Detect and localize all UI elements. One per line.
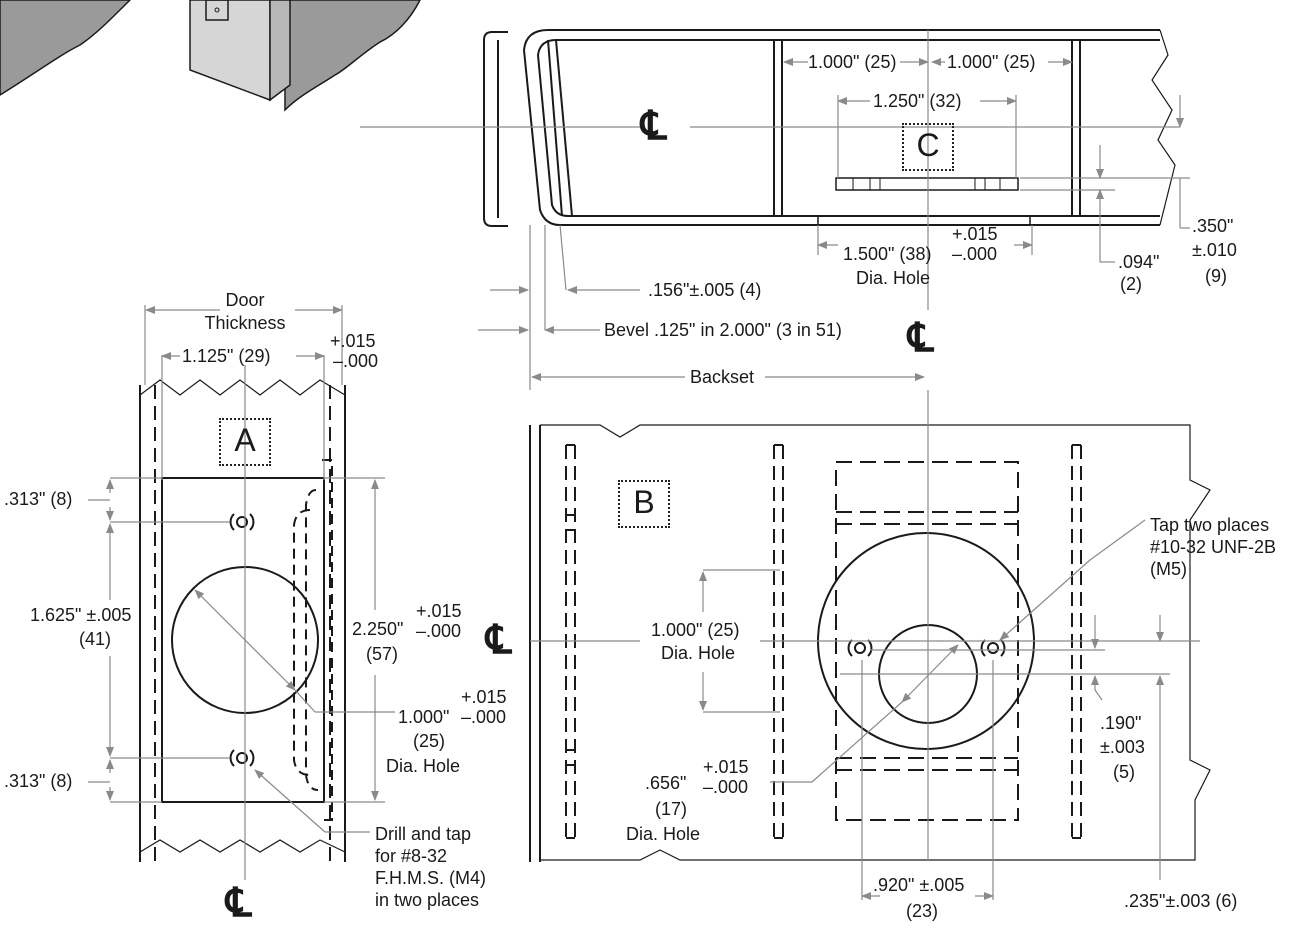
dim-920-mm: (23): [906, 901, 939, 921]
drill-note-2: for #8-32: [375, 846, 448, 866]
bevel-note: Bevel .125" in 2.000" (3 in 51): [604, 320, 842, 340]
centerline-symbol-b: ℄: [486, 618, 512, 662]
dim-2250-tol-minus: –.000: [416, 621, 462, 641]
dim-1000-b: 1.000" (25): [651, 620, 740, 640]
dim-1000-a-mm: (25): [413, 731, 446, 751]
dim-1500-tol-minus: –.000: [952, 244, 998, 264]
dim-094-mm: (2): [1120, 274, 1142, 294]
centerline-symbol-a: ℄: [226, 881, 252, 925]
dim-1000-a-tol-minus: –.000: [461, 707, 507, 727]
dim-190-mm: (5): [1113, 762, 1135, 782]
detail-a-edge-view: [139, 379, 346, 862]
dim-190-tol: ±.003: [1100, 737, 1145, 757]
dim-313-top: .313" (8): [4, 489, 73, 509]
dim-350-mm: (9): [1205, 266, 1227, 286]
dim-1625-line2: (41): [78, 629, 111, 649]
dim-1125: 1.125" (29): [182, 346, 271, 366]
dim-190: .190": [1100, 713, 1142, 733]
dim-2250-mm: (57): [366, 644, 399, 664]
dim-235: .235"±.003 (6): [1124, 891, 1238, 911]
dim-656-tol-minus: –.000: [703, 777, 749, 797]
dim-1250: 1.250" (32): [873, 91, 962, 111]
tap-note-3: (M5): [1150, 559, 1187, 579]
dim-313-bottom: .313" (8): [4, 771, 73, 791]
wall-illustration: [0, 0, 421, 112]
detail-c-dimensions: [360, 30, 1190, 390]
tap-note-2: #10-32 UNF-2B: [1150, 537, 1277, 557]
dim-094: .094": [1118, 252, 1160, 272]
dim-1000-25-left: 1.000" (25): [808, 52, 897, 72]
door-thickness-label-2: Thickness: [204, 313, 286, 333]
dim-156: .156"±.005 (4): [648, 280, 762, 300]
dim-350-tol: ±.010: [1192, 240, 1237, 260]
dim-1000-25-right: 1.000" (25): [947, 52, 1036, 72]
dim-1625-line1: 1.625" ±.005: [30, 605, 132, 625]
dim-1125-tol-plus: +.015: [330, 331, 376, 351]
dim-656: .656": [645, 773, 687, 793]
dim-2250-tol-plus: +.015: [416, 601, 462, 621]
dia-hole-b: Dia. Hole: [661, 643, 736, 663]
dim-1000-a-tol-plus: +.015: [461, 687, 507, 707]
centerline-symbol-mid: ℄: [908, 316, 934, 360]
dim-1000-a: 1.000": [398, 707, 450, 727]
dim-656-tol-plus: +.015: [703, 757, 749, 777]
detail-b-label: B: [618, 480, 670, 528]
dia-hole-b2: Dia. Hole: [626, 824, 701, 844]
dia-hole-c: Dia. Hole: [856, 268, 931, 288]
drill-note-3: F.H.M.S. (M4): [375, 868, 486, 888]
detail-a-label: A: [219, 418, 271, 466]
tap-note-1: Tap two places: [1150, 515, 1270, 535]
drill-note-4: in two places: [375, 890, 480, 910]
drill-note-1: Drill and tap: [375, 824, 472, 844]
dim-2250: 2.250": [352, 619, 404, 639]
dim-656-mm: (17): [655, 799, 688, 819]
centerline-symbol-top: ℄: [641, 104, 667, 148]
backset-label: Backset: [690, 367, 755, 387]
dim-1500-tol-plus: +.015: [952, 224, 998, 244]
dim-1500: 1.500" (38): [843, 244, 932, 264]
door-thickness-label-1: Door: [225, 290, 265, 310]
detail-a-dimensions: [88, 305, 395, 880]
dim-350: .350": [1192, 216, 1234, 236]
dia-hole-a: Dia. Hole: [386, 756, 461, 776]
dim-1125-tol-minus: –.000: [333, 351, 379, 371]
detail-c-label: C: [902, 123, 954, 171]
dim-920: .920" ±.005: [873, 875, 965, 895]
detail-c-top-section: [483, 29, 1176, 227]
detail-b-dimensions: [530, 390, 1200, 900]
